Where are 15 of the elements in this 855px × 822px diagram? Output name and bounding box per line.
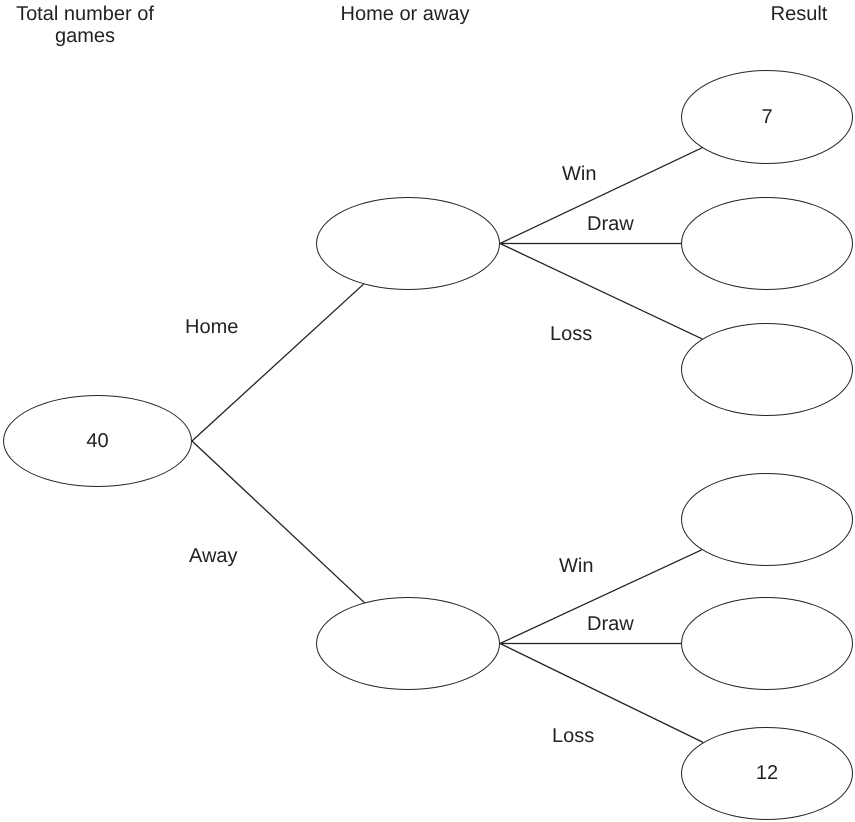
node-value: 40 [86,430,109,452]
column-heading: Result [770,3,828,25]
branch-line [192,284,364,442]
column-heading: Total number of games [15,3,155,47]
branch-line [500,642,681,644]
branch-line [500,549,702,644]
branch-line [500,147,702,244]
branch-line [500,242,681,244]
column-heading: Home or away [340,3,470,25]
node-value: 7 [761,106,773,128]
branch-line [192,440,365,604]
node-value: 12 [756,762,778,785]
branch-line [500,242,702,340]
edge-label: Away [187,545,240,568]
branch-line [500,642,704,743]
